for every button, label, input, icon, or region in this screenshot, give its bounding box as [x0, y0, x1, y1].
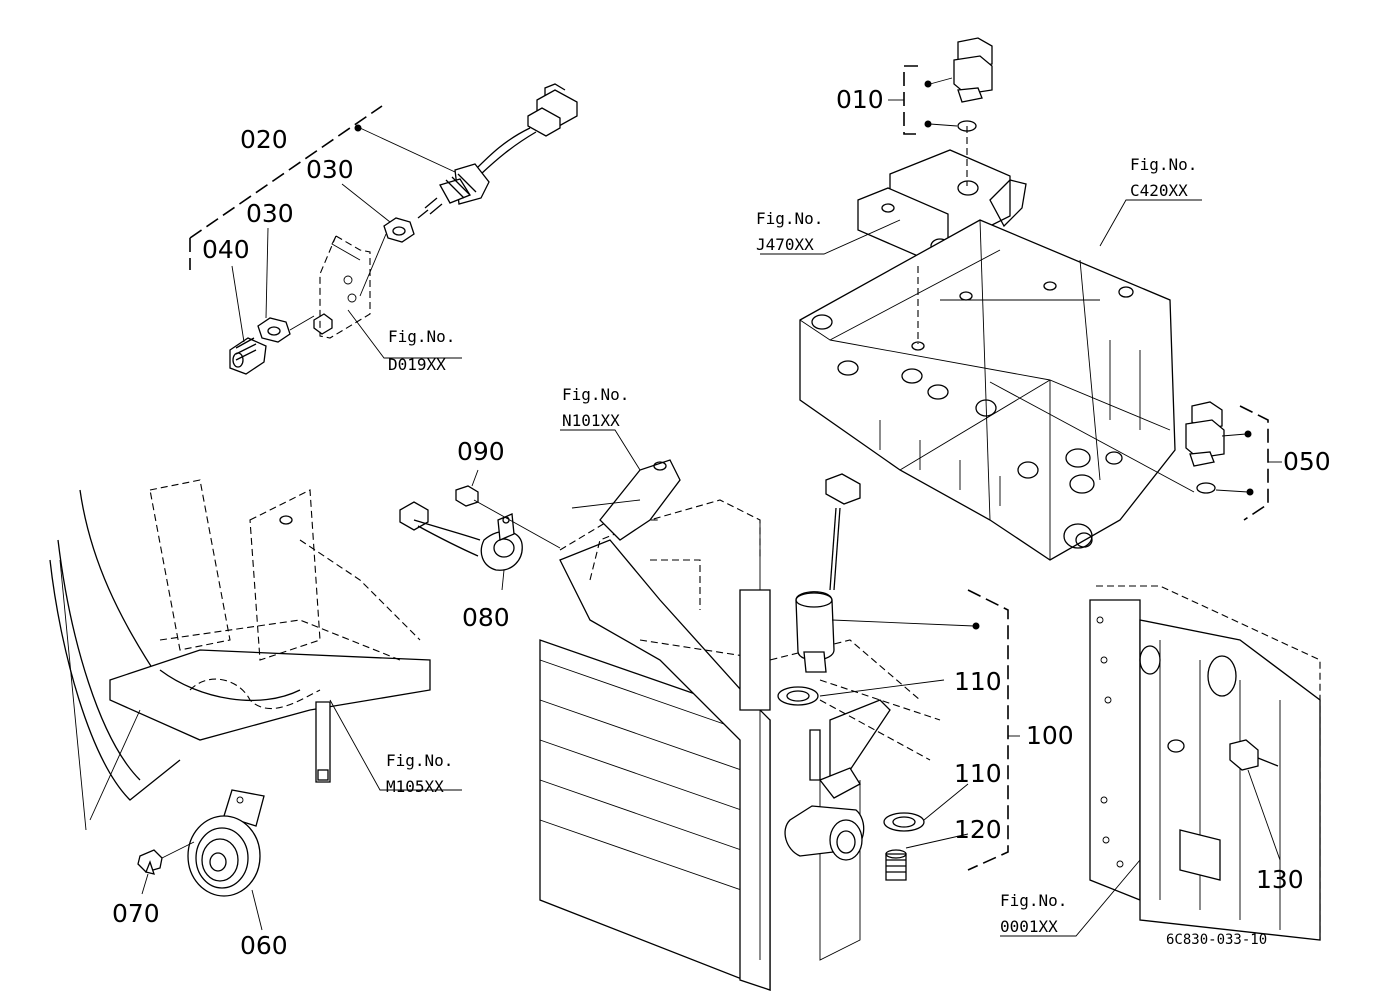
- engine-block: [1000, 585, 1321, 941]
- pressure-switch-010: [888, 37, 993, 135]
- part-number-130: 130: [1256, 865, 1304, 894]
- part-number-100: 100: [1026, 721, 1074, 750]
- figref-j470-label: Fig.No.: [756, 209, 823, 228]
- figref-j470: Fig.No. J470XX: [756, 209, 823, 254]
- part-number-110-lower: 110: [954, 759, 1002, 788]
- part-number-030-lower: 030: [246, 199, 294, 228]
- part-number-020: 020: [240, 125, 288, 154]
- figref-m105: Fig.No. M105XX: [386, 751, 453, 796]
- figref-0001-number: 0001XX: [1000, 917, 1058, 936]
- part-number-040: 040: [202, 235, 250, 264]
- figref-n101-label: Fig.No.: [562, 385, 629, 404]
- figref-d019-label: Fig.No.: [388, 327, 455, 346]
- figref-d019: Fig.No. D019XX: [388, 327, 455, 374]
- sensor-020-assembly: [189, 83, 578, 375]
- transmission-case: [760, 126, 1202, 561]
- part-number-030-upper: 030: [306, 155, 354, 184]
- figref-m105-label: Fig.No.: [386, 751, 453, 770]
- frame-and-solenoid: [539, 429, 1020, 991]
- figref-c420-label: Fig.No.: [1130, 155, 1197, 174]
- part-number-110-upper: 110: [954, 667, 1002, 696]
- hood-structure: [49, 479, 462, 831]
- figref-n101-number: N101XX: [562, 411, 620, 430]
- part-number-070: 070: [112, 899, 160, 928]
- figref-c420-number: C420XX: [1130, 181, 1188, 200]
- part-number-010: 010: [836, 85, 884, 114]
- pressure-switch-050: [1185, 401, 1282, 521]
- part-number-060: 060: [240, 931, 288, 960]
- horn-060-assembly: [137, 789, 265, 931]
- figref-0001-label: Fig.No.: [1000, 891, 1067, 910]
- part-number-090: 090: [457, 437, 505, 466]
- figref-m105-number: M105XX: [386, 777, 444, 796]
- part-number-050: 050: [1283, 447, 1331, 476]
- relay-080-assembly: [399, 469, 561, 591]
- figref-0001: Fig.No. 0001XX: [1000, 891, 1067, 936]
- part-number-080: 080: [462, 603, 510, 632]
- part-number-120: 120: [954, 815, 1002, 844]
- figref-d019-number: D019XX: [388, 355, 446, 374]
- figref-c420: Fig.No. C420XX: [1130, 155, 1197, 200]
- figref-j470-number: J470XX: [756, 235, 814, 254]
- document-code: 6C830-033-10: [1166, 932, 1267, 948]
- figref-n101: Fig.No. N101XX: [562, 385, 629, 430]
